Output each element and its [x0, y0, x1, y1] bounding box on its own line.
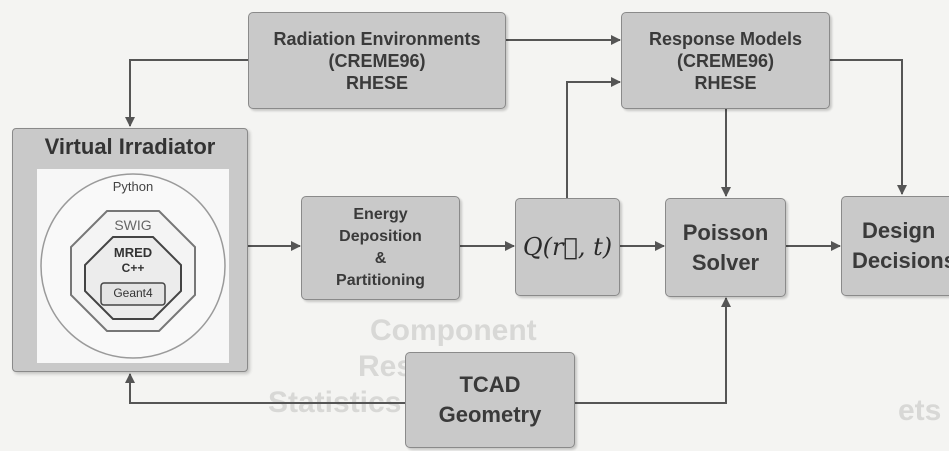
python-label: Python: [112, 179, 154, 194]
box-label-line: Solver: [691, 249, 760, 275]
background-word: Component: [370, 314, 537, 347]
box-label-line: Radiation Environments: [273, 28, 481, 49]
poisson-solver-box: Poisson Solver: [665, 198, 786, 297]
box-label-line: Deposition: [339, 228, 422, 245]
arrow-env-to-irradiator: [125, 59, 248, 127]
box-label-line: TCAD: [459, 372, 521, 397]
arrow-tcad-to-irradiator: [125, 373, 405, 404]
tcad-geometry-box: TCAD Geometry: [405, 352, 575, 448]
box-label-line: Geometry: [438, 402, 542, 427]
box-label-line: Design: [862, 218, 936, 243]
box-label-line: RHESE: [694, 72, 757, 93]
charge-function-label: Q(r⃗, t): [522, 233, 613, 261]
swig-label: SWIG: [114, 217, 152, 233]
arrow-response-to-design: [830, 59, 907, 195]
charge-function-box: Q(r⃗, t): [515, 198, 620, 296]
virtual-irradiator-title: Virtual Irradiator: [44, 134, 216, 159]
software-layers-graphic: [40, 173, 226, 359]
box-label-line: Poisson: [682, 219, 769, 245]
box-label-line: Response Models: [648, 28, 803, 49]
box-label-line: Energy: [353, 206, 408, 223]
box-label-line: &: [374, 250, 387, 267]
design-decisions-clip: Design Decisions: [841, 196, 949, 300]
response-models-box: Response Models (CREME96) RHESE: [621, 12, 830, 109]
virtual-irradiator-box: Virtual Irradiator Python SWIG MRED C++ …: [12, 128, 248, 372]
design-decisions-box: Design Decisions: [841, 196, 949, 296]
radiation-environments-box: Radiation Environments (CREME96) RHESE: [248, 12, 506, 109]
energy-deposition-box: Energy Deposition & Partitioning: [301, 196, 460, 300]
mred-label: MRED: [113, 245, 153, 260]
box-label-line: Decisions: [852, 248, 949, 273]
cpp-label: C++: [121, 261, 145, 275]
background-word: ets: [898, 394, 942, 427]
box-label-line: (CREME96): [328, 50, 426, 71]
geant4-label: Geant4: [113, 286, 153, 300]
arrow-charge-to-response: [566, 77, 621, 198]
box-label-line: Partitioning: [336, 272, 425, 289]
box-label-line: (CREME96): [676, 50, 774, 71]
arrow-tcad-to-poisson: [575, 297, 731, 404]
geant4-layer-box: [100, 282, 166, 306]
box-label-line: RHESE: [345, 72, 408, 93]
software-stack-diagram: Python SWIG MRED C++ Geant4: [37, 169, 229, 363]
